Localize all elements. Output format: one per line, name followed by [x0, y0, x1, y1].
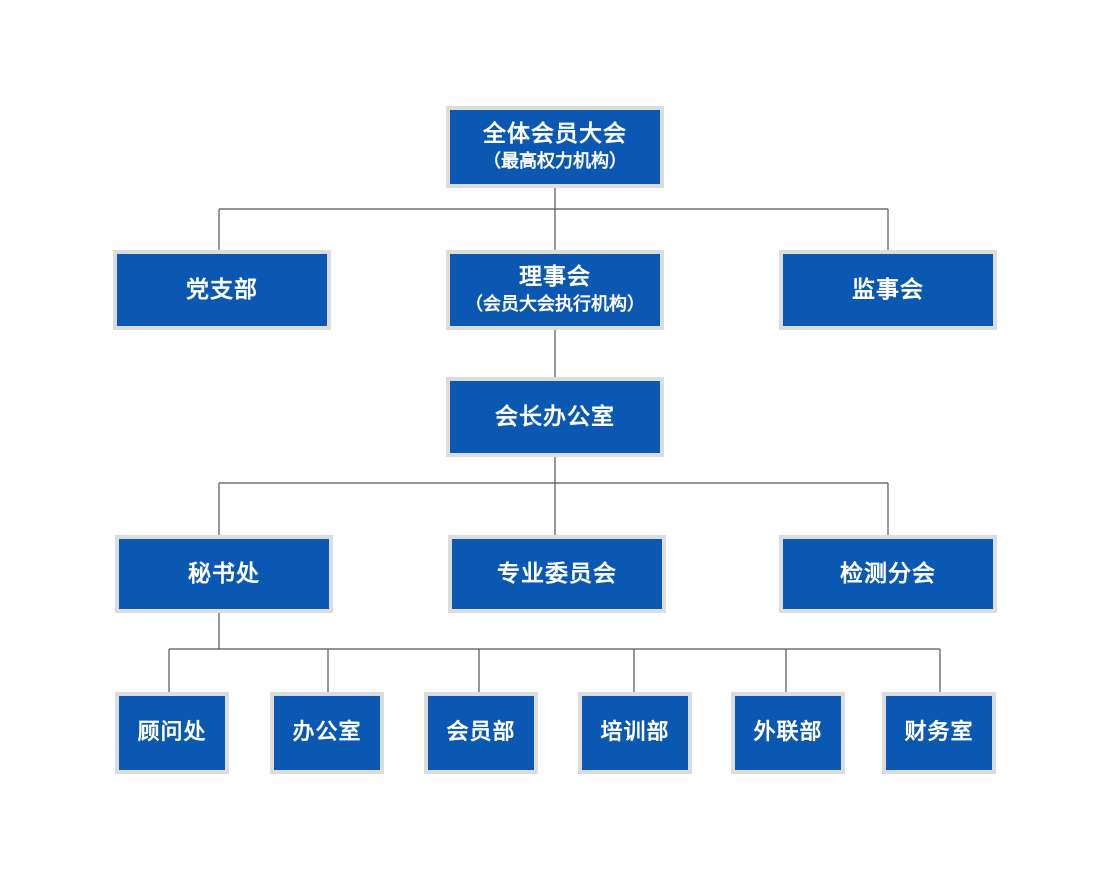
department-box: 培训部 — [578, 692, 692, 774]
secretariat-title: 秘书处 — [188, 561, 260, 587]
department-box: 财务室 — [882, 692, 996, 774]
department-title: 培训部 — [600, 720, 670, 745]
department-title: 会员部 — [446, 720, 516, 745]
council-subtitle: （会员大会执行机构） — [465, 294, 645, 315]
party-branch-box: 党支部 — [113, 250, 331, 330]
department-title: 办公室 — [292, 720, 362, 745]
council-title: 理事会 — [519, 264, 591, 290]
testing-branch-box: 检测分会 — [779, 535, 997, 613]
department-title: 顾问处 — [137, 720, 207, 745]
department-title: 外联部 — [753, 720, 823, 745]
general-assembly-subtitle: （最高权力机构） — [483, 151, 627, 172]
department-box: 会员部 — [424, 692, 538, 774]
department-box: 外联部 — [731, 692, 845, 774]
committees-box: 专业委员会 — [448, 535, 666, 613]
party-branch-title: 党支部 — [186, 277, 258, 303]
general-assembly-title: 全体会员大会 — [483, 121, 627, 147]
general-assembly-box: 全体会员大会 （最高权力机构） — [446, 106, 664, 188]
supervisory-board-title: 监事会 — [852, 277, 924, 303]
secretariat-box: 秘书处 — [115, 535, 333, 613]
president-office-box: 会长办公室 — [446, 377, 664, 457]
council-box: 理事会 （会员大会执行机构） — [446, 250, 664, 330]
department-box: 办公室 — [270, 692, 384, 774]
testing-branch-title: 检测分会 — [840, 561, 936, 587]
department-title: 财务室 — [904, 720, 974, 745]
supervisory-board-box: 监事会 — [779, 250, 997, 330]
committees-title: 专业委员会 — [497, 561, 617, 587]
president-office-title: 会长办公室 — [495, 404, 615, 430]
department-box: 顾问处 — [115, 692, 229, 774]
